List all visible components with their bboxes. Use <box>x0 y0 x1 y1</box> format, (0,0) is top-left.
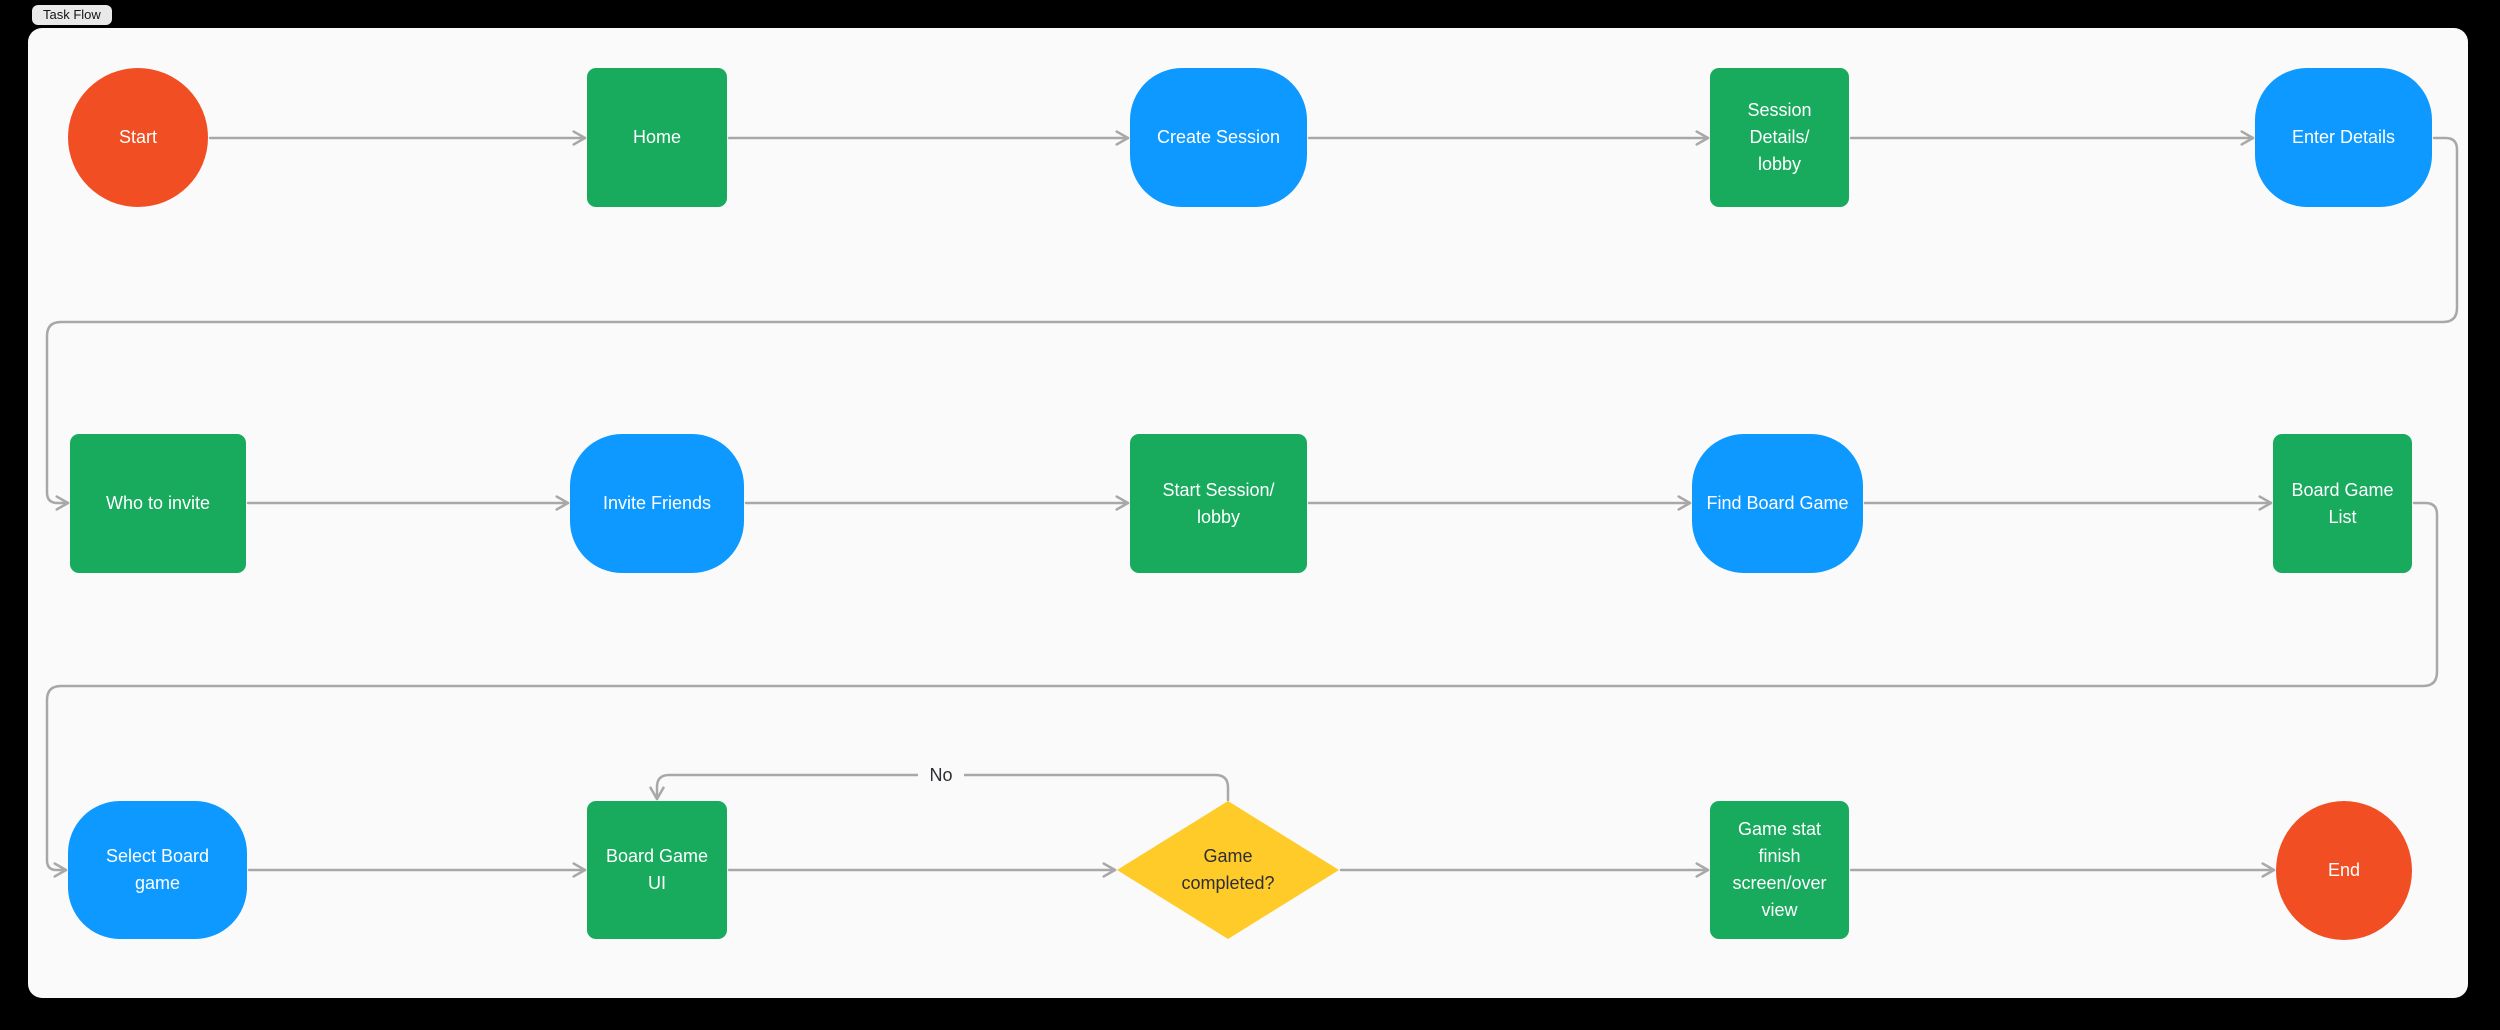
node-create-session[interactable]: Create Session <box>1130 68 1307 207</box>
node-game-stat[interactable]: Game stat finish screen/over view <box>1710 801 1849 939</box>
node-end[interactable]: End <box>2276 801 2412 940</box>
node-home[interactable]: Home <box>587 68 727 207</box>
node-select-board-game[interactable]: Select Board game <box>68 801 247 939</box>
node-label-line: lobby <box>1757 154 1802 174</box>
node-label-line: UI <box>648 873 666 893</box>
node-invite-friends[interactable]: Invite Friends <box>570 434 744 573</box>
node-label-line: Select Board <box>105 846 210 866</box>
node-enter-details[interactable]: Enter Details <box>2255 68 2432 207</box>
node-label-line: Enter Details <box>2291 127 2396 147</box>
connector-label-no[interactable]: No <box>918 763 964 787</box>
node-label-line: Board Game <box>605 846 709 866</box>
page-tab-task-flow[interactable]: Task Flow <box>32 5 112 25</box>
node-label-line: Details/ <box>1749 127 1810 147</box>
node-start[interactable]: Start <box>68 68 208 207</box>
node-label-line: screen/over <box>1732 873 1827 893</box>
node-label-line: Who to invite <box>105 493 211 513</box>
node-label-line: Game <box>1203 846 1253 866</box>
node-label-line: game <box>134 873 181 893</box>
node-label-line: Game stat <box>1737 819 1822 839</box>
node-start-session[interactable]: Start Session/lobby <box>1130 434 1307 573</box>
node-label-line: Session <box>1747 100 1812 120</box>
node-label-line: lobby <box>1196 506 1241 527</box>
node-label-line: End <box>2327 860 2361 880</box>
node-label-line: Board Game <box>2291 479 2394 500</box>
node-label-line: Start Session/ <box>1162 479 1275 500</box>
node-label-line: finish <box>1758 846 1801 866</box>
node-label-line: Home <box>632 127 681 147</box>
node-find-board-game[interactable]: Find Board Game <box>1692 434 1863 573</box>
node-label-line: Start <box>118 127 157 147</box>
node-label-line: view <box>1761 900 1798 920</box>
node-label-line: Invite Friends <box>602 493 712 513</box>
node-label-line: Create Session <box>1156 127 1281 147</box>
node-label-line: List <box>2328 506 2357 527</box>
node-label-line: completed? <box>1181 873 1275 893</box>
node-label-line: Find Board Game <box>1706 493 1849 513</box>
node-who-to-invite[interactable]: Who to invite <box>70 434 246 573</box>
